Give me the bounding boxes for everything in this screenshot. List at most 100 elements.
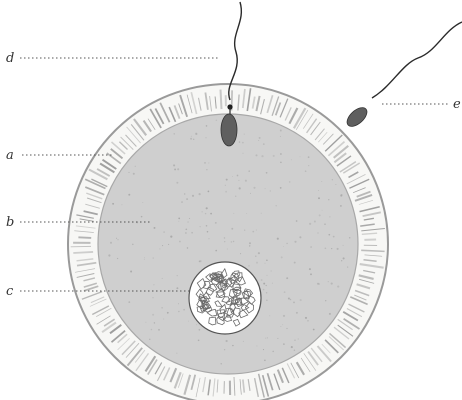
cytoplasm-granule xyxy=(332,179,333,180)
cytoplasm-granule xyxy=(116,238,117,239)
cytoplasm-granule xyxy=(340,205,342,207)
cytoplasm-granule xyxy=(205,137,206,138)
cytoplasm-granule xyxy=(237,175,239,177)
cytoplasm-granule xyxy=(305,317,307,319)
cytoplasm-granule xyxy=(176,353,177,354)
cytoplasm-granule xyxy=(198,339,200,341)
cytoplasm-granule xyxy=(144,257,145,258)
cytoplasm-granule xyxy=(263,349,264,350)
cytoplasm-granule xyxy=(185,232,187,234)
cytoplasm-granule xyxy=(174,168,176,170)
cytoplasm-granule xyxy=(145,322,146,323)
cytoplasm-granule xyxy=(286,243,287,244)
cytoplasm-granule xyxy=(252,231,254,233)
zona-striation xyxy=(73,252,93,253)
cytoplasm-granule xyxy=(185,228,187,230)
cytoplasm-granule xyxy=(238,180,239,181)
cytoplasm-granule xyxy=(263,289,264,290)
cytoplasm-granule xyxy=(343,245,344,246)
cytoplasm-granule xyxy=(188,321,189,322)
cytoplasm-granule xyxy=(144,259,145,260)
cytoplasm-granule xyxy=(300,156,301,157)
cytoplasm-granule xyxy=(161,307,163,309)
cytoplasm-granule xyxy=(266,292,268,294)
cytoplasm-granule xyxy=(314,221,316,223)
cytoplasm-granule xyxy=(135,166,136,167)
cytoplasm-granule xyxy=(225,185,226,186)
cytoplasm-granule xyxy=(207,231,209,233)
cytoplasm-granule xyxy=(321,181,322,182)
cytoplasm-granule xyxy=(130,271,132,273)
cytoplasm-granule xyxy=(328,234,330,236)
cytoplasm-granule xyxy=(224,349,225,350)
cytoplasm-granule xyxy=(244,134,245,135)
cytoplasm-granule xyxy=(280,162,281,163)
cytoplasm-granule xyxy=(261,279,263,281)
cytoplasm-granule xyxy=(121,204,122,205)
cytoplasm-granule xyxy=(235,196,236,197)
cytoplasm-granule xyxy=(191,136,192,137)
cytoplasm-granule xyxy=(206,169,207,170)
label-a: a xyxy=(6,148,14,163)
cytoplasm-granule xyxy=(231,241,233,243)
cytoplasm-granule xyxy=(322,210,323,211)
cytoplasm-granule xyxy=(309,223,311,225)
cytoplasm-granule xyxy=(296,220,298,222)
cytoplasm-granule xyxy=(176,287,178,289)
cytoplasm-granule xyxy=(248,265,249,266)
zona-striation xyxy=(221,90,222,110)
cytoplasm-granule xyxy=(286,277,288,279)
cytoplasm-granule xyxy=(255,154,257,156)
cytoplasm-granule xyxy=(142,202,143,203)
cytoplasm-granule xyxy=(215,250,217,252)
cytoplasm-granule xyxy=(205,213,206,214)
cytoplasm-granule xyxy=(291,159,292,160)
cytoplasm-granule xyxy=(208,238,209,239)
cytoplasm-granule xyxy=(282,324,283,325)
cytoplasm-granule xyxy=(258,252,260,254)
cytoplasm-granule xyxy=(263,143,265,145)
cytoplasm-granule xyxy=(210,213,212,215)
cytoplasm-granule xyxy=(319,283,320,284)
cytoplasm-granule xyxy=(245,180,247,182)
cytoplasm-granule xyxy=(264,263,265,264)
cytoplasm-granule xyxy=(202,211,203,212)
zona-striation xyxy=(78,237,91,238)
cytoplasm-granule xyxy=(267,275,268,276)
cytoplasm-granule xyxy=(110,242,112,244)
cytoplasm-granule xyxy=(291,346,293,348)
cytoplasm-granule xyxy=(335,184,336,185)
cytoplasm-granule xyxy=(226,179,228,181)
cytoplasm-granule xyxy=(208,191,210,193)
cytoplasm-granule xyxy=(108,254,110,256)
cytoplasm-granule xyxy=(249,242,251,244)
cytoplasm-granule xyxy=(294,340,295,341)
cytoplasm-granule xyxy=(308,156,310,158)
cytoplasm-granule xyxy=(284,291,286,293)
cytoplasm-granule xyxy=(255,256,256,257)
label-e: e xyxy=(453,97,461,112)
cytoplasm-granule xyxy=(266,285,267,286)
cytoplasm-granule xyxy=(263,283,265,285)
egg-cytoplasm xyxy=(98,114,358,374)
cytoplasm-granule xyxy=(239,187,241,189)
cytoplasm-granule xyxy=(318,190,319,191)
cytoplasm-granule xyxy=(288,297,290,299)
cytoplasm-granule xyxy=(178,303,179,304)
cytoplasm-granule xyxy=(226,340,228,342)
cytoplasm-granule xyxy=(261,213,262,214)
cytoplasm-granule xyxy=(200,226,201,227)
sperm-head-penetrating xyxy=(221,114,237,146)
cytoplasm-granule xyxy=(193,139,194,140)
cytoplasm-granule xyxy=(277,338,278,339)
cytoplasm-granule xyxy=(290,299,292,301)
cytoplasm-granule xyxy=(318,197,320,199)
cytoplasm-granule xyxy=(283,315,285,317)
cytoplasm-granule xyxy=(261,155,263,157)
cytoplasm-granule xyxy=(286,328,287,329)
cytoplasm-granule xyxy=(258,140,259,141)
cytoplasm-granule xyxy=(151,329,153,331)
cytoplasm-granule xyxy=(170,236,172,238)
cytoplasm-granule xyxy=(249,245,250,246)
